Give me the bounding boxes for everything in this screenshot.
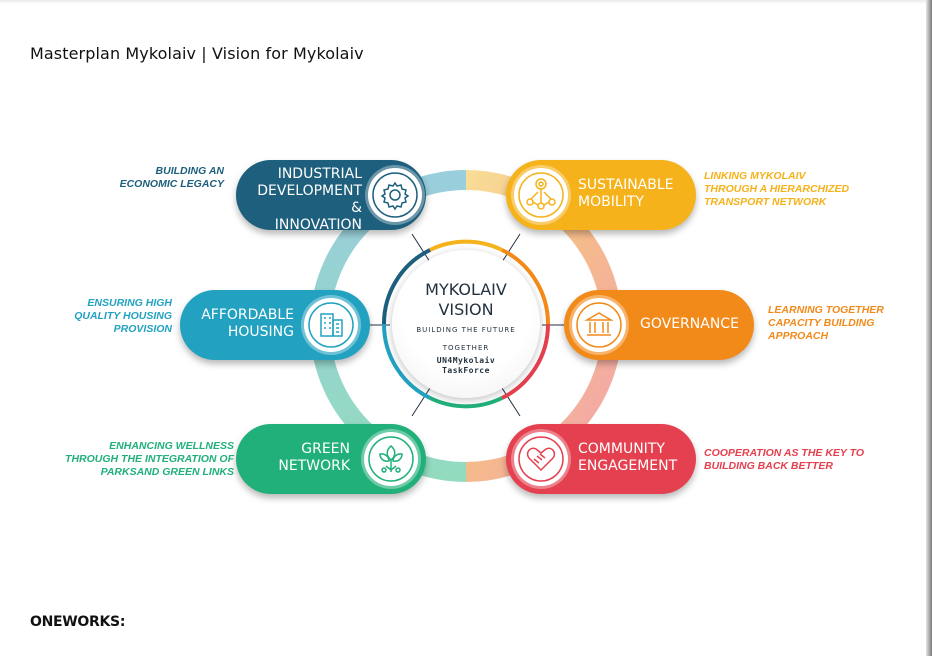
pillar-label: GOVERNANCE [640,316,739,332]
oneworks-logo: ONEWORKS: [30,614,126,630]
pillar-community-engagement: COMMUNITY ENGAGEMENT [506,424,696,494]
pillar-industrial-development: INDUSTRIAL DEVELOPMENT & INNOVATION [236,160,426,233]
pillar-label: AFFORDABLE HOUSING [201,307,294,340]
institution-icon [572,298,626,352]
pillar-label: SUSTAINABLE MOBILITY [578,177,674,210]
pillar-green-network: GREEN NETWORK [236,424,426,494]
connector-mobility [501,233,521,263]
buildings-icon [304,298,358,352]
connector-industrial [411,233,431,263]
handshake-heart-icon [514,432,568,486]
connector-green [411,387,431,417]
leaf-network-icon [364,432,418,486]
tagline-mobility: LINKING MYKOLAIV THROUGH A HIERARCHIZED … [704,170,850,208]
pillar-label: INDUSTRIAL DEVELOPMENT & INNOVATION [257,166,362,233]
page-title: Masterplan Mykolaiv | Vision for Mykolai… [30,44,364,63]
tagline-green: ENHANCING WELLNESS THROUGH THE INTEGRATI… [65,440,234,478]
pillar-label: COMMUNITY ENGAGEMENT [578,441,678,474]
pillar-governance: GOVERNANCE [564,290,754,360]
center-taskforce: UN4Mykolaiv TaskForce [436,356,496,375]
center-subtitle-2: TOGETHER [442,344,490,352]
page-edge-shadow [926,0,932,656]
pillar-label: GREEN NETWORK [278,441,350,474]
pillar-affordable-housing: AFFORDABLE HOUSING [180,290,370,360]
tagline-governance: LEARNING TOGETHER CAPACITY BUILDING APPR… [768,304,884,342]
tagline-community: COOPERATION AS THE KEY TO BUILDING BACK … [704,447,865,472]
center-title: MYKOLAIV VISION [425,280,507,319]
pillar-sustainable-mobility: SUSTAINABLE MOBILITY [506,160,696,230]
center-vision-circle: MYKOLAIV VISION BUILDING THE FUTURE TOGE… [392,250,540,398]
connector-community [501,387,521,417]
gear-icon [368,168,422,222]
top-edge [0,0,932,4]
network-icon [514,168,568,222]
tagline-housing: ENSURING HIGH QUALITY HOUSING PROVISION [74,297,172,335]
tagline-industrial: BUILDING AN ECONOMIC LEGACY [119,165,224,190]
center-subtitle: BUILDING THE FUTURE [416,326,516,334]
